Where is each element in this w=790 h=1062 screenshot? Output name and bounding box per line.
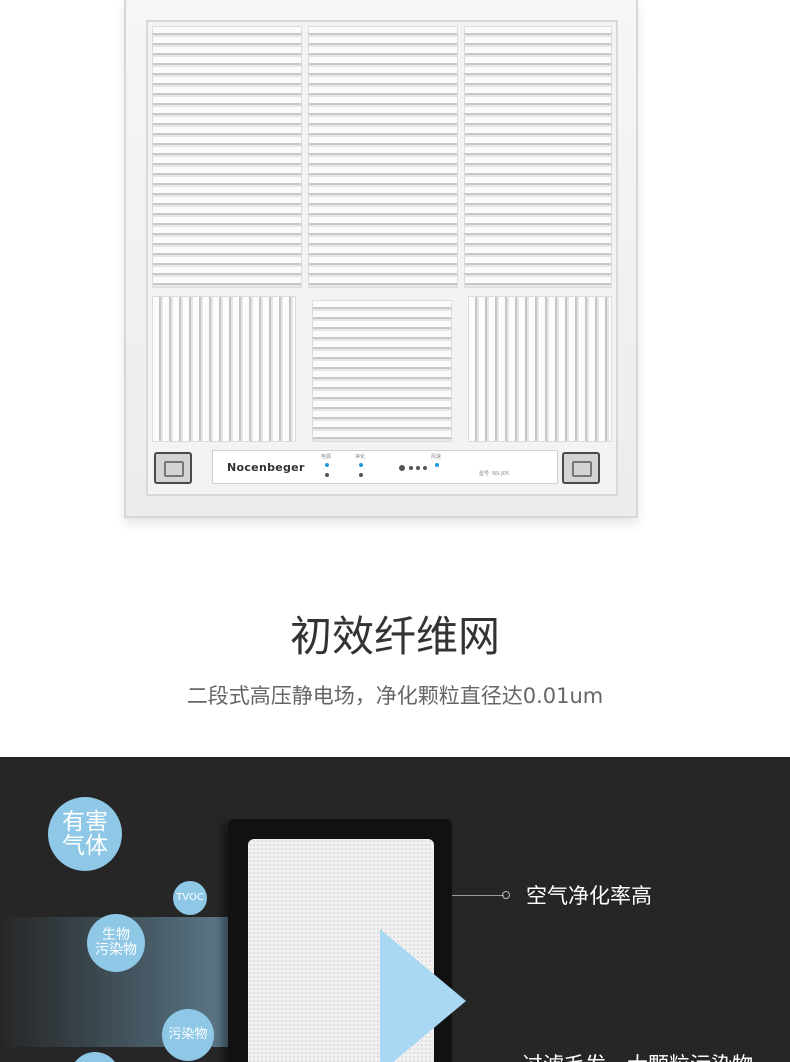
power-led-icon — [325, 463, 329, 467]
feature-purification-rate: 空气净化率高 — [526, 884, 652, 908]
section-subtitle: 二段式高压静电场，净化颗粒直径达0.01um — [186, 684, 604, 708]
callout-ring-icon — [502, 891, 510, 899]
air-purifier-unit: Nocenbeger 电源 净化 风速 型号: NS-J05 — [124, 0, 638, 518]
brand-logo: Nocenbeger — [227, 461, 305, 474]
control-panel: Nocenbeger 电源 净化 风速 型号: NS-J05 — [212, 450, 558, 484]
airflow-arrow-icon — [380, 929, 466, 1062]
speed-dot-icon — [416, 466, 420, 470]
speed-led-icon — [435, 463, 439, 467]
feature-filter-hair: 过滤毛发、大颗粒污染物 — [522, 1049, 753, 1062]
front-panel — [146, 20, 618, 496]
right-latch-icon — [562, 452, 600, 484]
purify-button[interactable] — [359, 473, 363, 477]
product-image-section: Nocenbeger 电源 净化 风速 型号: NS-J05 初效纤维网 二段式… — [124, 0, 638, 708]
harmful-gas-bubble: 有害 气体 — [48, 797, 122, 871]
speed-dot-icon — [423, 466, 427, 470]
callout-line — [452, 895, 504, 896]
model-label: 型号: NS-J05 — [479, 471, 510, 477]
section-title: 初效纤维网 — [289, 612, 500, 661]
power-label: 电源 — [321, 454, 332, 460]
grille-bottom-center — [312, 300, 452, 442]
left-latch-icon — [154, 452, 192, 484]
grille-top-right — [464, 26, 612, 288]
speed-indicator-icon — [399, 465, 405, 471]
power-button[interactable] — [325, 473, 329, 477]
purify-label: 净化 — [355, 454, 366, 460]
grille-top-center — [308, 26, 458, 288]
filter-infographic: 有害 气体 TVOC 生物 污染物 污染物 空气净化率高 过滤毛发、大颗粒污染物 — [0, 757, 790, 1062]
bio-pollutant-bubble: 生物 污染物 — [87, 914, 145, 972]
partial-bubble — [70, 1052, 120, 1062]
speed-label: 风速 — [431, 454, 442, 460]
grille-bottom-right — [468, 296, 612, 442]
grille-top-left — [152, 26, 302, 288]
grille-bottom-left — [152, 296, 296, 442]
tvoc-bubble: TVOC — [173, 881, 207, 915]
speed-dot-icon — [409, 466, 413, 470]
pollutant-bubble: 污染物 — [162, 1009, 214, 1061]
purify-led-icon — [359, 463, 363, 467]
